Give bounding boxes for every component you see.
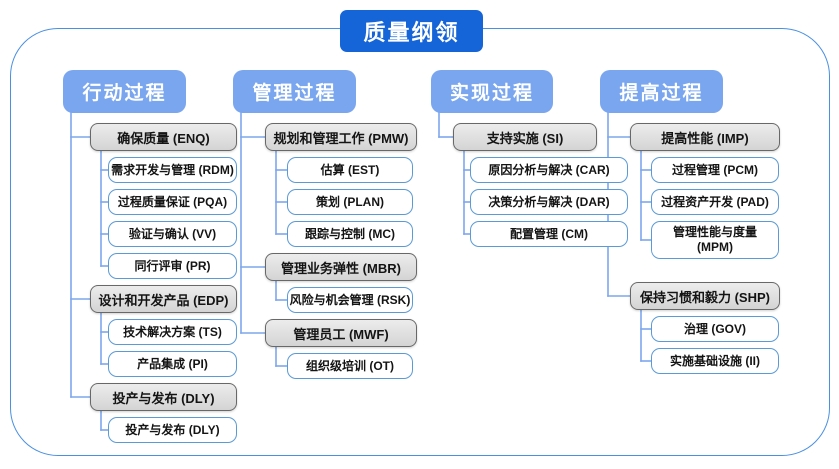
child-box-4-1-3: 管理性能与度量(MPM): [651, 221, 779, 259]
child-box-2-3-1-label: 组织级培训 (OT): [306, 358, 394, 373]
group-box-1-1: 确保质量 (ENQ): [90, 123, 237, 151]
column-header-4-label: 提高过程: [619, 83, 704, 104]
group-box-1-2: 设计和开发产品 (EDP): [90, 285, 237, 313]
child-box-2-1-3-label: 跟踪与控制 (MC): [305, 226, 395, 241]
group-box-2-2: 管理业务弹性 (MBR): [265, 253, 417, 281]
group-box-2-3: 管理员工 (MWF): [265, 319, 417, 347]
child-box-2-2-1: 风险与机会管理 (RSK): [287, 287, 413, 313]
child-box-1-1-4: 同行评审 (PR): [108, 253, 237, 279]
group-box-3-1: 支持实施 (SI): [453, 123, 597, 151]
group-box-4-2-label: 保持习惯和毅力 (SHP): [639, 289, 770, 305]
child-box-1-1-2-label: 过程质量保证 (PQA): [117, 194, 228, 209]
group-box-4-1: 提高性能 (IMP): [630, 123, 780, 151]
child-box-2-2-1-label: 风险与机会管理 (RSK): [289, 292, 411, 307]
column-header-2-label: 管理过程: [252, 83, 337, 104]
column-header-3-label: 实现过程: [449, 83, 534, 104]
child-box-1-2-1-label: 技术解决方案 (TS): [123, 324, 222, 339]
child-box-1-3-1: 投产与发布 (DLY): [108, 417, 237, 443]
child-box-1-1-1-label: 需求开发与管理 (RDM): [111, 162, 234, 177]
child-box-3-1-1: 原因分析与解决 (CAR): [470, 157, 628, 183]
child-box-1-2-2: 产品集成 (PI): [108, 351, 237, 377]
child-box-4-2-1-label: 治理 (GOV): [684, 321, 746, 336]
child-box-3-1-1-label: 原因分析与解决 (CAR): [488, 162, 610, 177]
child-box-2-1-2-label: 策划 (PLAN): [316, 194, 384, 209]
group-box-1-1-label: 确保质量 (ENQ): [117, 130, 210, 146]
child-box-4-1-3-label: 管理性能与度量: [672, 225, 757, 239]
child-box-2-1-1-label: 估算 (EST): [320, 162, 380, 177]
group-box-2-1: 规划和管理工作 (PMW): [265, 123, 417, 151]
child-box-1-1-4-label: 同行评审 (PR): [134, 258, 211, 273]
child-box-4-1-1-label: 过程管理 (PCM): [672, 162, 758, 177]
child-box-1-2-2-label: 产品集成 (PI): [137, 356, 208, 371]
child-box-1-1-2: 过程质量保证 (PQA): [108, 189, 237, 215]
child-box-4-1-2: 过程资产开发 (PAD): [651, 189, 779, 215]
child-box-3-1-2-label: 决策分析与解决 (DAR): [488, 194, 610, 209]
column-header-1: 行动过程: [63, 70, 186, 113]
child-box-4-2-1: 治理 (GOV): [651, 316, 779, 342]
child-box-4-2-2: 实施基础设施 (II): [651, 348, 779, 374]
column-header-3: 实现过程: [431, 70, 553, 113]
column-header-2: 管理过程: [233, 70, 356, 113]
child-box-1-1-3-label: 验证与确认 (VV): [128, 226, 217, 241]
group-box-3-1-label: 支持实施 (SI): [486, 130, 564, 146]
child-box-2-1-1: 估算 (EST): [287, 157, 413, 183]
group-box-4-2: 保持习惯和毅力 (SHP): [630, 282, 780, 310]
child-box-4-1-2-label: 过程资产开发 (PAD): [661, 194, 769, 209]
child-box-3-1-3: 配置管理 (CM): [470, 221, 628, 247]
child-box-2-1-3: 跟踪与控制 (MC): [287, 221, 413, 247]
child-box-1-1-3: 验证与确认 (VV): [108, 221, 237, 247]
group-box-1-2-label: 设计和开发产品 (EDP): [98, 292, 229, 308]
group-box-1-3-label: 投产与发布 (DLY): [112, 390, 215, 406]
child-box-2-3-1: 组织级培训 (OT): [287, 353, 413, 379]
child-box-4-1-3-label-line2: (MPM): [697, 240, 733, 254]
diagram-title: 质量纲领: [340, 10, 483, 52]
child-box-1-3-1-label: 投产与发布 (DLY): [125, 422, 220, 437]
child-box-1-1-1: 需求开发与管理 (RDM): [108, 157, 237, 183]
column-header-1-label: 行动过程: [82, 83, 167, 104]
group-box-2-3-label: 管理员工 (MWF): [293, 326, 389, 342]
child-box-3-1-2: 决策分析与解决 (DAR): [470, 189, 628, 215]
child-box-4-1-1: 过程管理 (PCM): [651, 157, 779, 183]
group-box-2-2-label: 管理业务弹性 (MBR): [281, 260, 401, 276]
child-box-3-1-3-label: 配置管理 (CM): [510, 226, 588, 241]
group-box-1-3: 投产与发布 (DLY): [90, 383, 237, 411]
column-header-4: 提高过程: [600, 70, 723, 113]
child-box-2-1-2: 策划 (PLAN): [287, 189, 413, 215]
group-box-4-1-label: 提高性能 (IMP): [661, 130, 749, 146]
child-box-4-2-2-label: 实施基础设施 (II): [670, 353, 760, 368]
group-box-2-1-label: 规划和管理工作 (PMW): [273, 130, 409, 146]
child-box-1-2-1: 技术解决方案 (TS): [108, 319, 237, 345]
